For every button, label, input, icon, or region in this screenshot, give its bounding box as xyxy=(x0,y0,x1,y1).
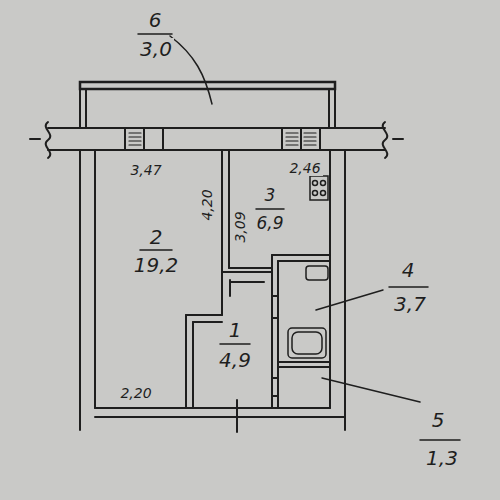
room-area: 3,0 xyxy=(138,38,174,60)
outer-wall xyxy=(30,122,403,158)
room-number: 2 xyxy=(148,226,165,248)
walls xyxy=(80,150,345,432)
room-number: 5 xyxy=(430,409,447,431)
room-area: 6,9 xyxy=(254,214,285,233)
fixtures xyxy=(288,176,328,358)
dimension: 4,20 xyxy=(199,187,215,222)
room-area: 3,7 xyxy=(392,293,428,315)
room-area: 1,3 xyxy=(424,447,460,469)
dimension: 2,20 xyxy=(118,385,153,401)
room-number: 3 xyxy=(263,186,278,205)
leader-lines xyxy=(138,34,460,440)
dimension: 2,46 xyxy=(287,160,322,176)
room-area: 4,9 xyxy=(217,349,253,371)
room-number: 1 xyxy=(227,319,244,341)
dimension: 3,47 xyxy=(128,162,163,178)
room-number: 4 xyxy=(400,259,417,281)
room-number: 6 xyxy=(147,9,164,31)
dimension: 3,09 xyxy=(232,209,248,244)
room-area: 19,2 xyxy=(132,254,181,276)
